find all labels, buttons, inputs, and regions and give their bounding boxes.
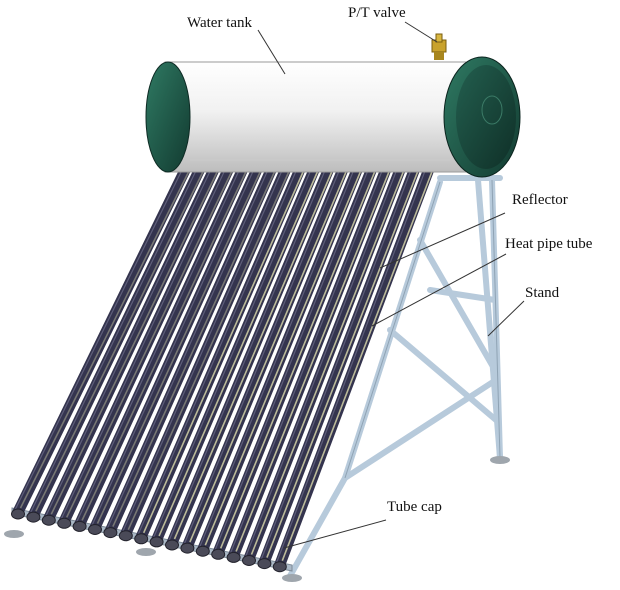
- label-tube-cap: Tube cap: [387, 499, 442, 515]
- tube-cap: [272, 561, 287, 573]
- water-tank: [145, 56, 521, 178]
- tube-cap: [41, 514, 56, 526]
- vacuum-tube: [180, 160, 351, 554]
- vacuum-tube: [226, 160, 394, 563]
- tube-cap: [180, 542, 195, 554]
- tube-cap: [211, 548, 226, 560]
- vacuum-tube: [72, 160, 251, 532]
- tube-cap: [11, 508, 25, 520]
- tube-cap: [103, 527, 118, 539]
- label-water-tank: Water tank: [187, 15, 253, 31]
- tube-cap: [26, 511, 41, 523]
- vacuum-tubes: [11, 160, 437, 573]
- tube-cap: [242, 555, 256, 566]
- vacuum-tube: [272, 160, 437, 573]
- stand-feet: [4, 456, 510, 582]
- vacuum-tube: [11, 160, 193, 520]
- tube-cap: [88, 524, 102, 535]
- label-heat-pipe-tube: Heat pipe tube: [505, 236, 593, 252]
- vacuum-tube: [211, 160, 379, 560]
- label-stand: Stand: [525, 285, 560, 301]
- tube-cap: [134, 533, 149, 545]
- tube-cap: [118, 530, 133, 542]
- vacuum-tube: [26, 160, 208, 523]
- label-reflector: Reflector: [512, 192, 568, 208]
- leader-lines: [257, 21, 525, 549]
- vacuum-tube: [41, 160, 222, 526]
- tube-cap: [257, 558, 272, 570]
- pt-valve: [431, 33, 447, 60]
- vacuum-tube: [88, 160, 265, 535]
- tube-cap: [195, 545, 210, 557]
- tube-cap: [165, 539, 179, 551]
- label-pt-valve: P/T valve: [348, 5, 406, 21]
- vacuum-tube: [134, 160, 308, 545]
- vacuum-tube: [118, 160, 294, 542]
- tube-cap: [57, 517, 72, 529]
- tube-cap: [72, 520, 87, 532]
- tube-cap: [226, 551, 241, 563]
- vacuum-tube: [57, 160, 236, 529]
- tube-cap: [149, 536, 164, 548]
